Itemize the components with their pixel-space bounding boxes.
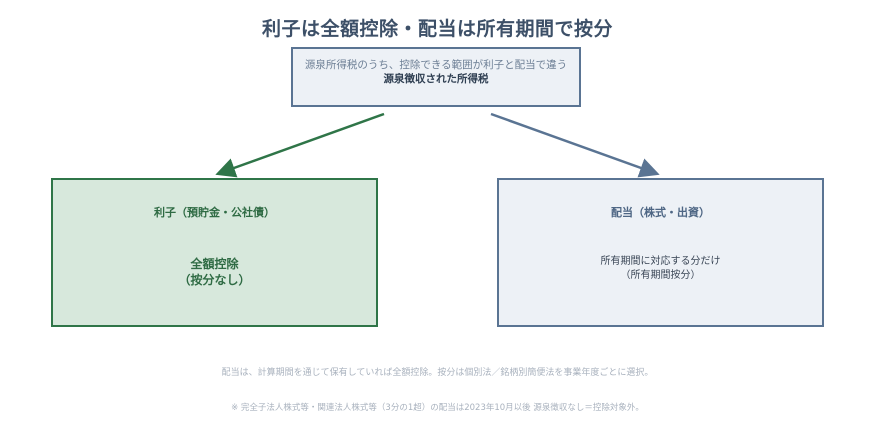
interest-box: 利子（預貯金・公社債） 全額控除 （按分なし） bbox=[51, 178, 378, 327]
footnote-dividend-method: 配当は、計算期間を通じて保有していれば全額控除。按分は個別法／銘柄別簡便法を事業… bbox=[221, 368, 654, 378]
interest-body: 全額控除 （按分なし） bbox=[53, 256, 376, 288]
dividend-body-line2: （所有期間按分） bbox=[620, 270, 701, 281]
dividend-heading: 配当（株式・出資） bbox=[611, 206, 710, 219]
source-tax-subtitle: 源泉所得税のうち、控除できる範囲が利子と配当で違う bbox=[304, 59, 568, 71]
interest-heading: 利子（預貯金・公社債） bbox=[154, 206, 275, 219]
dividend-box: 配当（株式・出資） 所有期間に対応する分だけ （所有期間按分） bbox=[497, 178, 824, 327]
source-tax-box: 源泉所得税のうち、控除できる範囲が利子と配当で違う 源泉徴収された所得税 bbox=[291, 47, 581, 107]
interest-body-line2: （按分なし） bbox=[178, 273, 251, 287]
dividend-body-line1: 所有期間に対応する分だけ bbox=[600, 256, 721, 267]
interest-body-line1: 全額控除 bbox=[190, 257, 239, 271]
arrow-to-dividend bbox=[490, 112, 660, 178]
source-tax-label: 源泉徴収された所得税 bbox=[383, 73, 489, 85]
footnote-exclusion: ※ 完全子法人株式等・関連法人株式等（3分の1超）の配当は2023年10月以後 … bbox=[231, 403, 644, 413]
arrow-to-interest bbox=[215, 112, 385, 178]
page-title: 利子は全額控除・配当は所有期間で按分 bbox=[261, 18, 613, 40]
dividend-body: 所有期間に対応する分だけ （所有期間按分） bbox=[499, 255, 822, 283]
